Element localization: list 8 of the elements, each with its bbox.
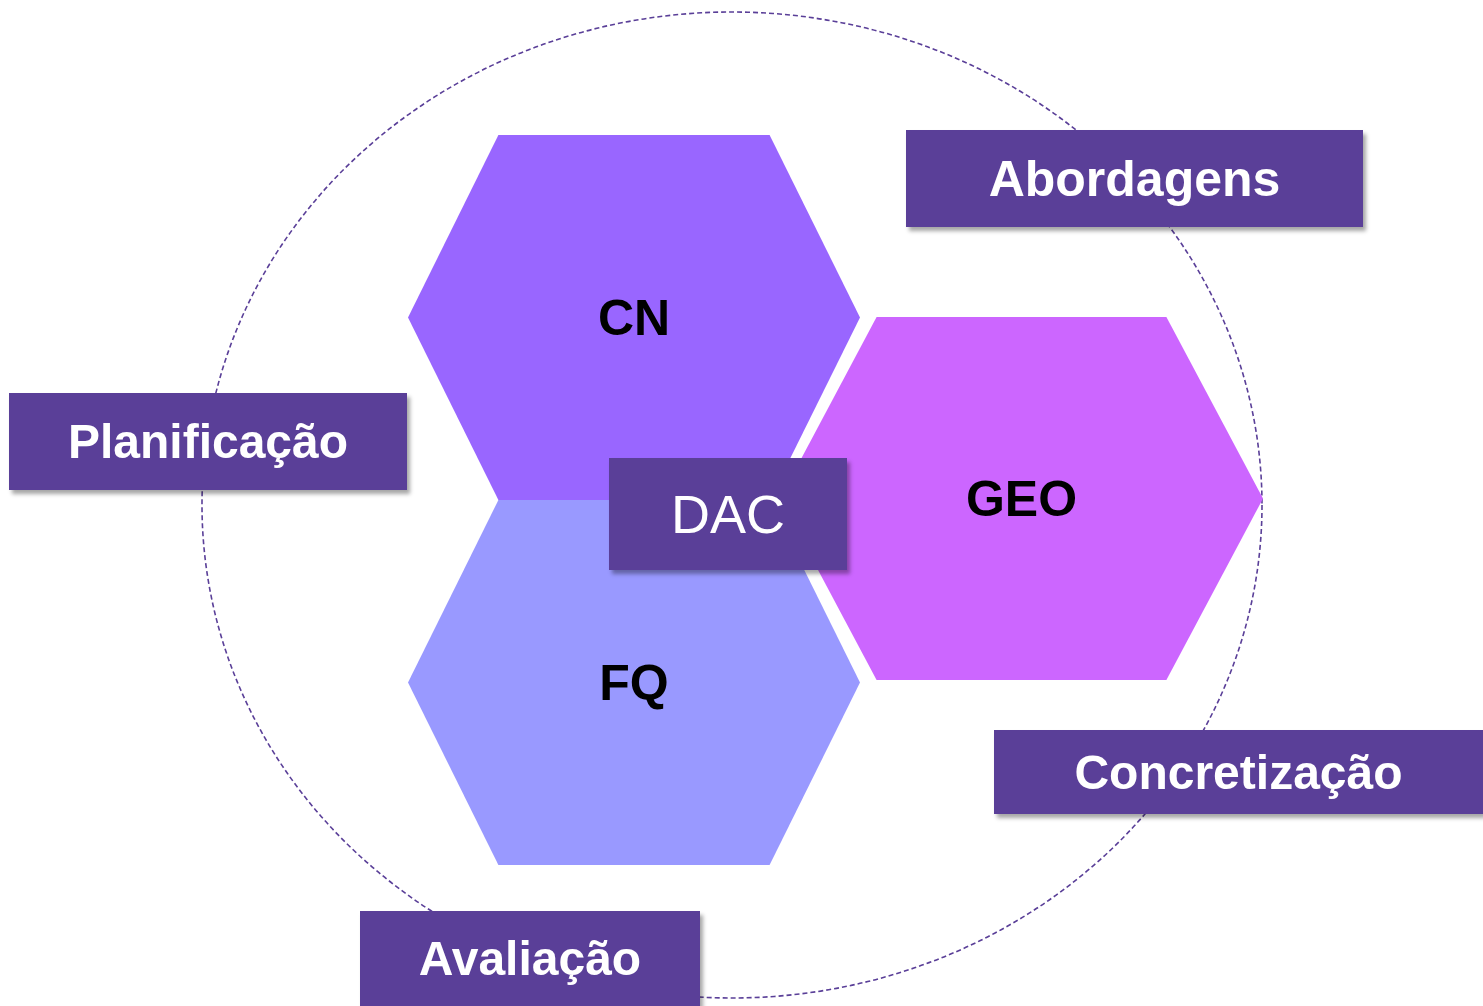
hexagon-label: CN [597, 288, 671, 347]
hexagon-label: FQ [599, 653, 669, 712]
category-tag: Avaliação [360, 911, 700, 1006]
category-tag: Planificação [9, 393, 407, 490]
hexagon-label: GEO [965, 469, 1078, 528]
category-tag: DAC [609, 458, 847, 570]
category-tag: Concretização [994, 730, 1483, 814]
category-tag: Abordagens [906, 130, 1363, 227]
